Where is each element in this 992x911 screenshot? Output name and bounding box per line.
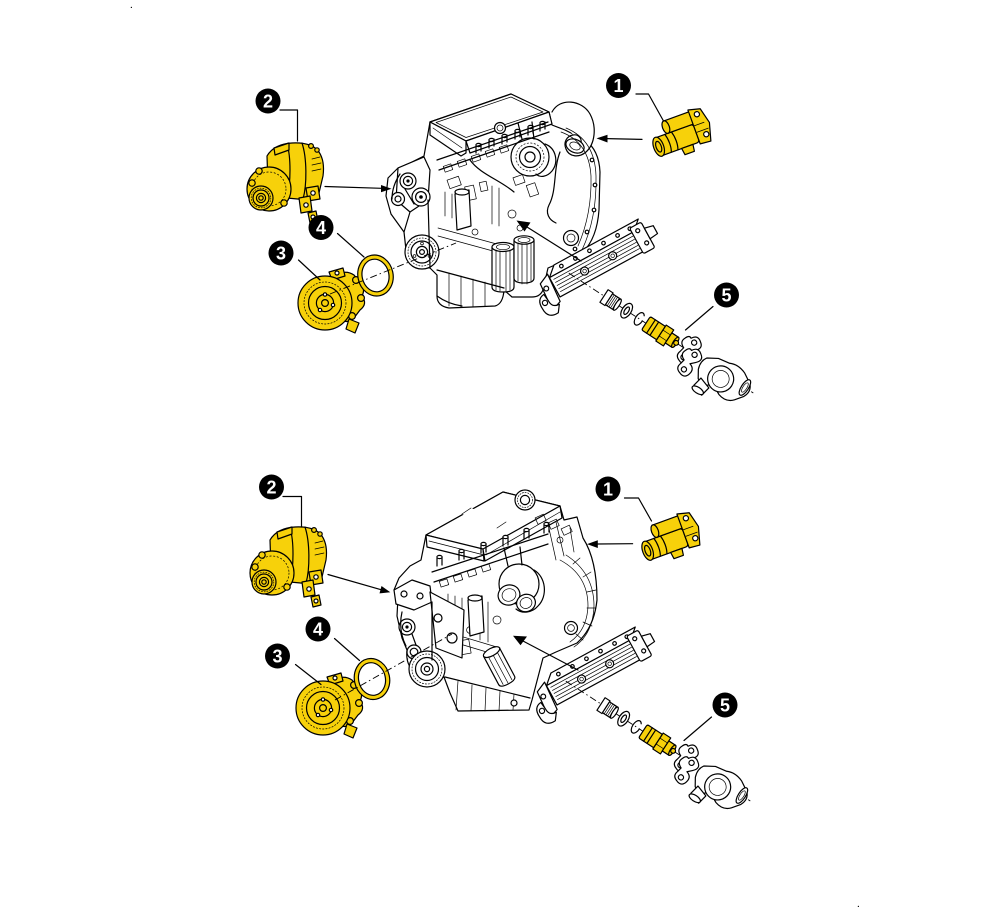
svg-text:2: 2 xyxy=(263,92,273,112)
figure-top: 1 2 3 4 5 xyxy=(246,73,763,420)
leader-2 xyxy=(279,109,299,142)
svg-text:1: 1 xyxy=(613,76,623,96)
callout-3: 3 xyxy=(268,240,294,266)
callout-1: 1 xyxy=(606,73,631,98)
part-alternator xyxy=(249,526,328,608)
leader-3 xyxy=(297,259,321,281)
part-starter xyxy=(634,507,707,569)
callout-3: 3 xyxy=(265,643,290,669)
part-starter xyxy=(645,103,718,165)
stray-dot-top: . xyxy=(130,0,133,11)
leader-2 xyxy=(282,495,303,528)
callout-4: 4 xyxy=(305,616,331,642)
leader-1 xyxy=(635,93,665,122)
figure-bottom: 1 2 3 4 5 xyxy=(249,474,760,828)
svg-text:5: 5 xyxy=(720,696,730,716)
svg-text:4: 4 xyxy=(313,620,323,640)
part-water-pump xyxy=(295,672,364,739)
callout-5: 5 xyxy=(714,282,739,308)
part-alternator xyxy=(246,142,325,224)
leader-5 xyxy=(683,716,713,742)
callout-1: 1 xyxy=(595,476,621,502)
svg-text:3: 3 xyxy=(272,647,282,667)
stray-dot-bottom: . xyxy=(857,898,860,910)
leader-3 xyxy=(294,663,322,686)
svg-text:3: 3 xyxy=(276,244,286,264)
arrow-to-engine-from-alternator xyxy=(327,573,391,594)
callout-4: 4 xyxy=(308,215,334,240)
svg-text:2: 2 xyxy=(266,478,276,498)
arrow-to-engine-from-cooler xyxy=(516,220,582,262)
svg-text:5: 5 xyxy=(721,286,731,306)
callout-5: 5 xyxy=(712,692,738,718)
leader-4 xyxy=(333,637,361,662)
leader-1 xyxy=(623,497,653,522)
arrow-to-engine-from-alternator xyxy=(324,185,392,193)
svg-text:4: 4 xyxy=(316,218,326,238)
part-water-pump xyxy=(297,267,366,334)
arrow-to-engine-from-cooler xyxy=(513,635,579,671)
arrow-to-engine-from-starter xyxy=(587,540,634,548)
part-oil-cooler xyxy=(523,621,760,828)
leader-5 xyxy=(684,305,714,331)
leader-4 xyxy=(336,232,365,258)
callout-2: 2 xyxy=(255,88,281,114)
svg-text:1: 1 xyxy=(603,480,613,500)
arrow-to-engine-from-starter xyxy=(596,134,643,143)
axis-line xyxy=(334,633,453,701)
callout-2: 2 xyxy=(259,474,284,500)
